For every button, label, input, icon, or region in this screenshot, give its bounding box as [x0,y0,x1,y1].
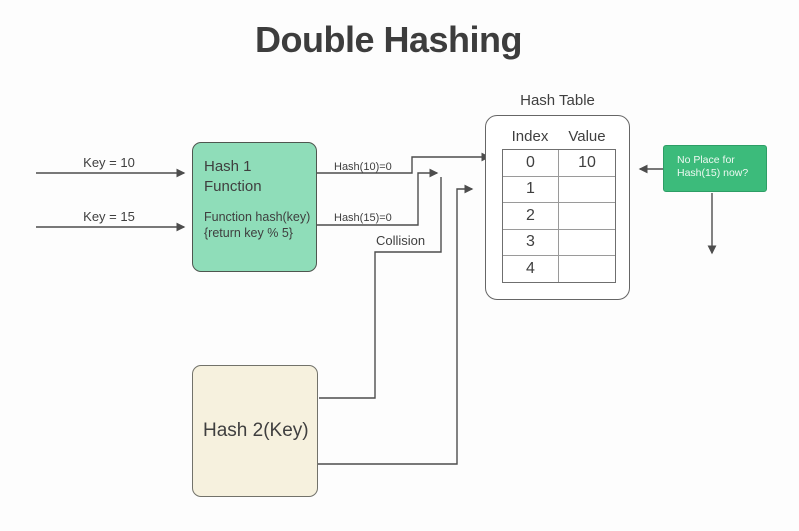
index-cell: 4 [503,256,559,282]
hash10-to-table-arrow [317,152,491,174]
note-line2: Hash(15) now? [677,167,749,179]
index-cell: 3 [503,229,559,255]
hash2-function-box: Hash 2(Key) [192,365,318,497]
key-10-label: Key = 10 [83,155,135,170]
hash15-result-label: Hash(15)=0 [334,212,392,224]
table-row: 4 [503,256,615,282]
index-cell: 1 [503,176,559,202]
hash-table-title: Hash Table [520,92,595,109]
hash-table-grid: 0 10 1 2 3 4 [502,149,616,283]
index-column-header: Index [511,128,549,145]
value-column-header: Value [568,128,606,145]
hash1-function-box: Hash 1 Function Function hash(key) {retu… [192,142,317,272]
page-title: Double Hashing [255,19,523,60]
key-15-label: Key = 15 [83,209,135,224]
hash1-title-line2: Function [204,178,262,195]
value-cell [559,256,615,282]
value-cell [559,230,615,256]
table-row: 0 10 [503,150,615,177]
value-cell [559,203,615,229]
no-place-note-box: No Place for Hash(15) now? [663,145,767,192]
collision-to-hash2-line [319,177,442,399]
value-cell: 10 [578,153,596,171]
hash10-result-label: Hash(10)=0 [334,161,392,173]
hash1-code-line2: {return key % 5} [204,226,293,240]
hash2-label: Hash 2(Key) [203,420,309,441]
index-cell: 2 [503,203,559,229]
note-line1: No Place for [677,154,735,166]
hash-table-container: Index Value 0 10 1 2 3 4 [485,115,630,300]
table-row: 2 [503,203,615,230]
hash1-title-line1: Hash 1 [204,158,252,175]
hash15-collision-arrow [317,168,439,226]
table-row: 3 [503,229,615,256]
hash-table-headers: Index Value [502,128,616,145]
index-cell: 0 [503,150,559,176]
hash2-to-table-arrow [318,184,474,465]
collision-label: Collision [376,233,426,248]
hash1-code-line1: Function hash(key) [204,210,311,224]
value-cell [559,177,615,203]
table-row: 1 [503,176,615,203]
